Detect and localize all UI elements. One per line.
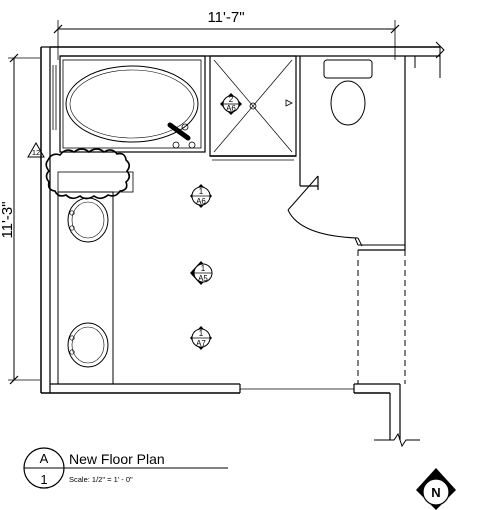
section-marker-sheet: A7 <box>196 339 206 348</box>
width-dimension-label: 11'-7" <box>207 9 244 26</box>
height-dimension-label: 11'-3" <box>0 201 16 238</box>
vanity <box>57 171 134 385</box>
north-arrow: N <box>416 468 456 510</box>
drawing-scale: Scale: 1/2" = 1' - 0" <box>69 475 133 484</box>
drawing-title: New Floor Plan <box>69 451 165 467</box>
sink-bottom <box>67 322 109 368</box>
width-dimension: 11'-7" <box>53 9 400 60</box>
section-marker-number: 1 <box>199 329 204 338</box>
title-block: A 1 New Floor Plan Scale: 1/2" = 1' - 0" <box>23 447 228 489</box>
section-marker-sheet: A5 <box>198 274 208 283</box>
height-dimension: 11'-3" <box>0 53 40 385</box>
section-marker-sheet: A6 <box>226 104 236 113</box>
toilet-room <box>287 56 373 247</box>
section-marker-1-a6: 1 A6 <box>190 184 212 208</box>
shower <box>209 55 297 161</box>
section-marker-number: 1 <box>199 187 204 196</box>
walls <box>40 41 445 448</box>
section-marker-1-a7: 1 A7 <box>190 326 212 350</box>
section-marker-sheet: A6 <box>196 197 206 206</box>
sink-top <box>67 197 109 243</box>
section-marker-1-a5: 1 A5 <box>190 261 213 285</box>
north-arrow-label: N <box>431 485 440 500</box>
revision-tag-label: 12 <box>32 148 40 157</box>
section-marker-number: 2 <box>229 95 234 104</box>
title-bubble-letter: A <box>40 451 49 466</box>
section-marker-number: 1 <box>201 264 206 273</box>
revision-cloud: 12 <box>27 141 131 200</box>
title-bubble-number: 1 <box>40 472 47 487</box>
bathtub <box>59 55 206 153</box>
section-marker-2-a6: 2 A6 <box>220 93 242 115</box>
